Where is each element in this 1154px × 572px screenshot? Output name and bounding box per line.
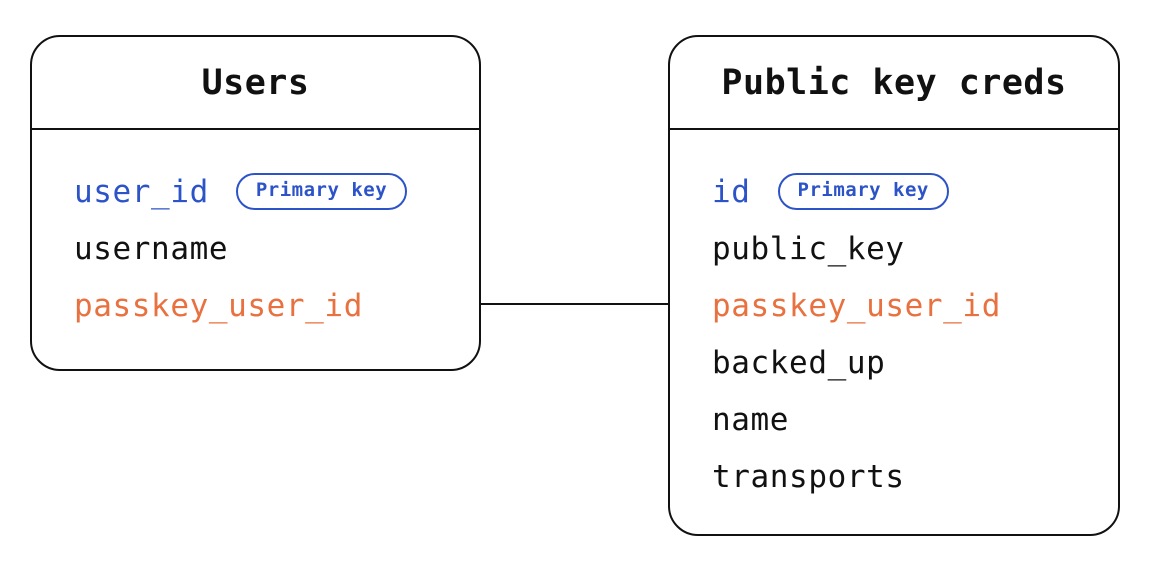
field-name: user_id xyxy=(74,173,209,210)
field-row: username xyxy=(74,220,459,277)
field-row: public_key xyxy=(712,220,1098,277)
field-row: passkey_user_id xyxy=(74,277,459,334)
primary-key-badge: Primary key xyxy=(777,173,949,210)
table-title: Users xyxy=(201,62,310,103)
field-row: user_id Primary key xyxy=(74,163,459,220)
field-row: passkey_user_id xyxy=(712,277,1098,334)
table-title: Public key creds xyxy=(721,62,1067,103)
field-name: passkey_user_id xyxy=(712,287,1001,324)
field-name: transports xyxy=(712,458,905,495)
field-row: transports xyxy=(712,448,1098,505)
field-name: name xyxy=(712,401,790,438)
field-name: id xyxy=(712,173,751,210)
field-row: name xyxy=(712,391,1098,448)
field-row: id Primary key xyxy=(712,163,1098,220)
users-table-header: Users xyxy=(32,37,479,130)
field-name: username xyxy=(74,230,229,267)
public-key-creds-table: Public key creds id Primary key public_key… xyxy=(668,35,1120,536)
field-name: public_key xyxy=(712,230,905,267)
field-name: backed_up xyxy=(712,344,886,381)
relationship-line xyxy=(479,303,670,305)
field-name: passkey_user_id xyxy=(74,287,363,324)
primary-key-badge: Primary key xyxy=(235,173,408,210)
field-row: backed_up xyxy=(712,334,1098,391)
public-key-creds-table-header: Public key creds xyxy=(670,37,1118,130)
